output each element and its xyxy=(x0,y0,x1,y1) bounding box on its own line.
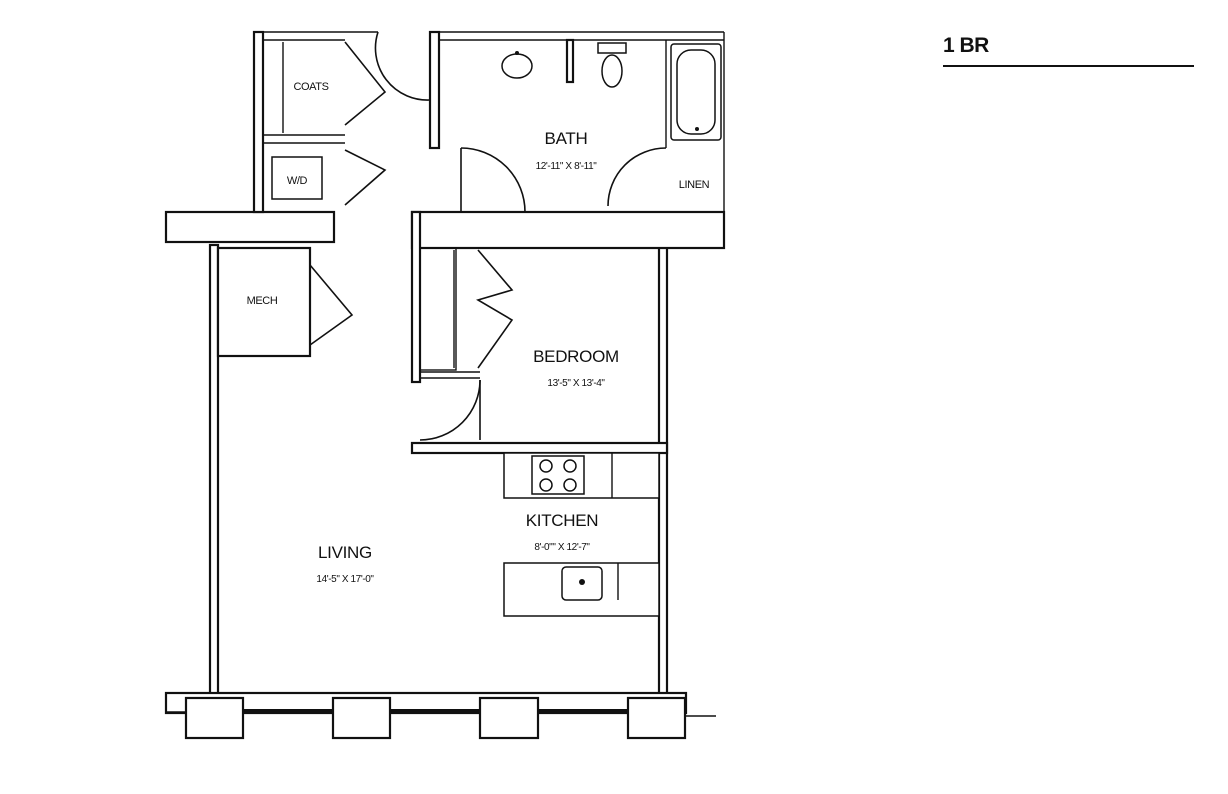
bath-dims: 12'-11" X 8'-11" xyxy=(536,161,598,172)
wd-label: W/D xyxy=(287,175,308,187)
wall-mech xyxy=(216,246,312,358)
linen-door xyxy=(607,147,667,207)
bedroom-closet-bifold xyxy=(476,249,514,369)
linen-label: LINEN xyxy=(679,179,710,191)
bedroom-label: BEDROOM xyxy=(533,347,619,366)
toilet-tank xyxy=(597,42,627,54)
mech-bifold-door xyxy=(309,264,354,346)
living-label: LIVING xyxy=(318,543,372,562)
walls xyxy=(164,30,726,740)
column-1 xyxy=(184,696,245,740)
wd-bifold-door xyxy=(344,149,387,206)
wall-bedroom-bottom xyxy=(410,441,669,455)
wall-bath-bottom xyxy=(410,210,726,250)
wall-bath-partition xyxy=(565,38,575,84)
coats-bifold-door xyxy=(344,41,387,126)
bath-door xyxy=(460,147,526,213)
stove xyxy=(531,455,585,495)
doors xyxy=(309,31,667,441)
bedroom-dims: 13'-5" X 13'-4" xyxy=(547,378,605,389)
living-dims: 14'-5" X 17'-0" xyxy=(316,574,374,585)
coats-label: COATS xyxy=(293,81,328,93)
column-3 xyxy=(478,696,540,740)
bedroom-closet xyxy=(419,247,457,371)
room-labels: COATS W/D MECH BATH 12'-11" X 8'-11" LIN… xyxy=(247,81,710,585)
unit-title: 1 BR xyxy=(943,34,989,57)
unit-header: 1 BR xyxy=(943,33,1194,67)
bath-sink xyxy=(501,53,533,79)
toilet-bowl xyxy=(601,54,623,88)
kitchen-label: KITCHEN xyxy=(526,511,599,530)
kitchen-dims: 8'-0"" X 12'-7" xyxy=(534,542,590,553)
wall-bedroom-left xyxy=(410,210,422,384)
entry-door xyxy=(374,31,431,101)
column-2 xyxy=(331,696,392,740)
wall-right-exterior xyxy=(657,243,669,699)
mech-label: MECH xyxy=(247,295,278,307)
wall-left-exterior xyxy=(208,243,220,699)
wall-corridor-left xyxy=(164,210,336,244)
bedroom-door xyxy=(419,379,481,441)
fixtures xyxy=(271,42,722,617)
title-underline xyxy=(943,65,1194,67)
bath-label: BATH xyxy=(545,129,588,148)
column-4 xyxy=(626,696,687,740)
wall-closet-left xyxy=(252,30,265,214)
wall-bath-left xyxy=(428,30,441,150)
washer-dryer xyxy=(271,156,323,200)
